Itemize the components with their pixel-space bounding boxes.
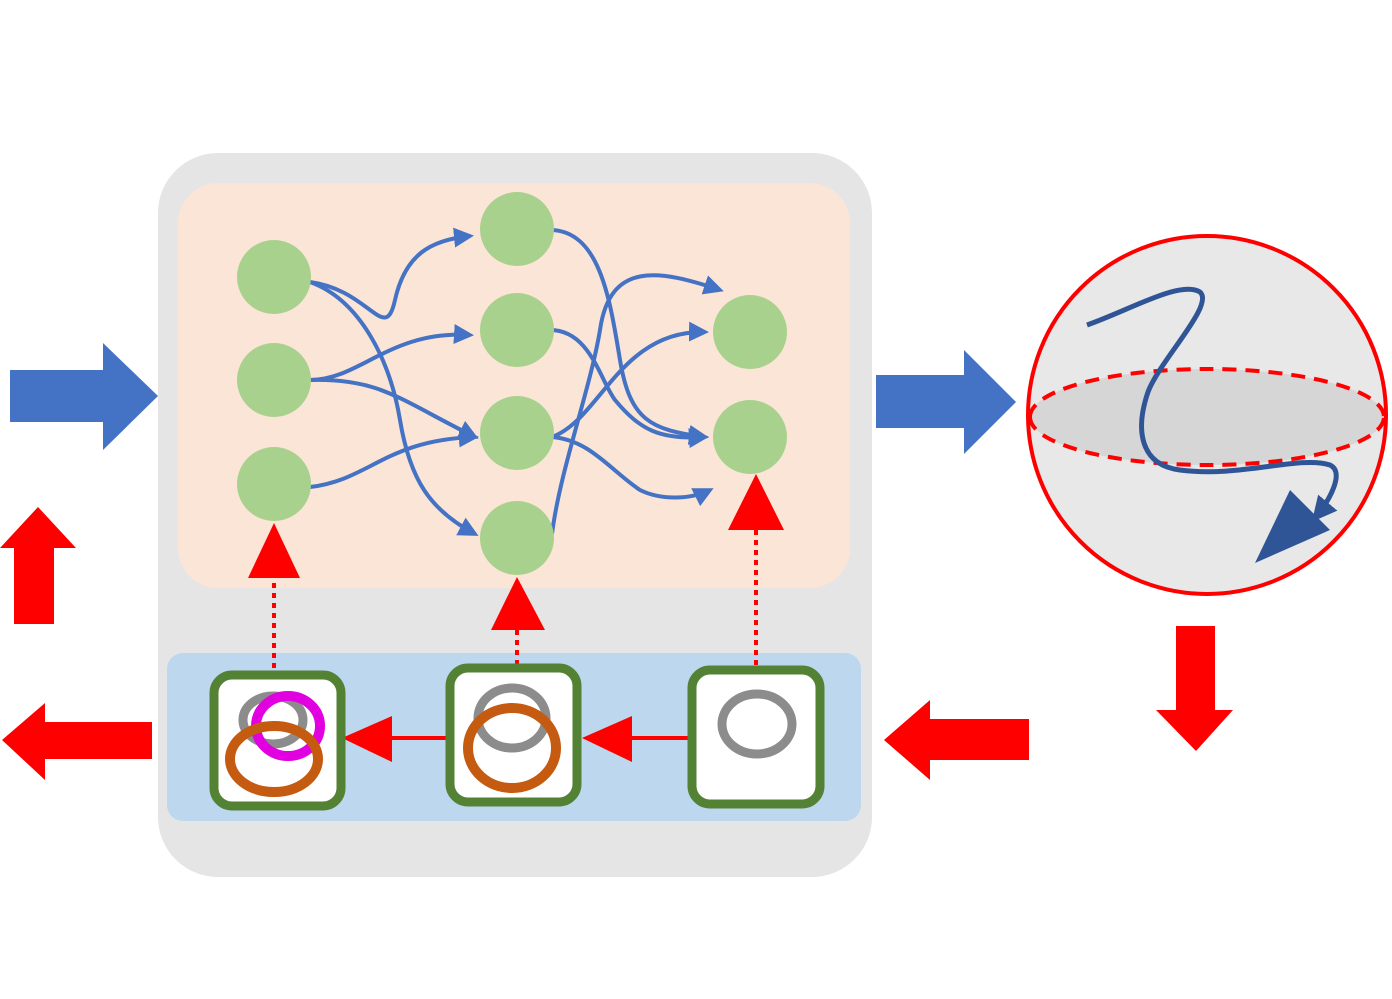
sphere-equator-back [1028,367,1386,418]
connection-2-4-to-3-1 [550,273,724,535]
network-connections [309,227,724,536]
trajectory-arrowhead [1255,490,1330,563]
node-layer1-2 [237,343,311,417]
feedback-arrow-down [1156,626,1233,751]
sphere-equator-front [1028,416,1386,467]
network-panel [178,183,850,588]
connection-1-2-to-2-3 [309,377,479,439]
sphere-equator-fill [1030,369,1384,465]
node-layer1-3 [237,447,311,521]
feedback-arrow-up [0,507,76,624]
ring-box-3 [687,665,825,809]
connection-2-2-to-3-2 [549,328,709,449]
input-arrow-blue [10,343,158,450]
ring-chain-arrows [342,716,690,762]
connection-1-1-to-2-4 [309,280,479,536]
ring-box-2 [445,663,582,807]
ring-icon [717,689,797,759]
ring-icon [463,703,561,793]
ring-box-1 [209,670,346,811]
connection-1-1-to-2-1 [309,227,474,320]
connection-2-3-to-3-1 [551,321,709,439]
node-layer2-3 [480,396,554,470]
feedback-arrow-left-entry [884,700,1029,780]
network-nodes [237,192,787,575]
feedback-arrow-left-exit [2,703,152,780]
bloch-sphere-icon [1026,234,1388,596]
chain-arrowhead-2-to-1 [342,716,392,762]
ring-icon [225,721,323,797]
node-layer3-1 [713,295,787,369]
node-layer3-2 [713,400,787,474]
node-layer2-1 [480,192,554,266]
dotted-arrowhead-3 [728,474,784,530]
state-trajectory-icon [1086,286,1339,522]
chain-arrowhead-3-to-2 [582,716,632,762]
dotted-arrowhead-1 [248,523,300,578]
connection-1-3-to-2-3 [309,427,479,489]
connection-2-1-to-3-2 [549,228,709,445]
node-layer2-2 [480,293,554,367]
connection-2-3-to-3-3 [551,435,714,507]
dotted-feedback-arrows [248,474,784,668]
node-layer1-1 [237,240,311,314]
node-layer2-4 [480,501,554,575]
dotted-arrowhead-2 [491,577,545,630]
output-arrow-blue [876,350,1016,454]
